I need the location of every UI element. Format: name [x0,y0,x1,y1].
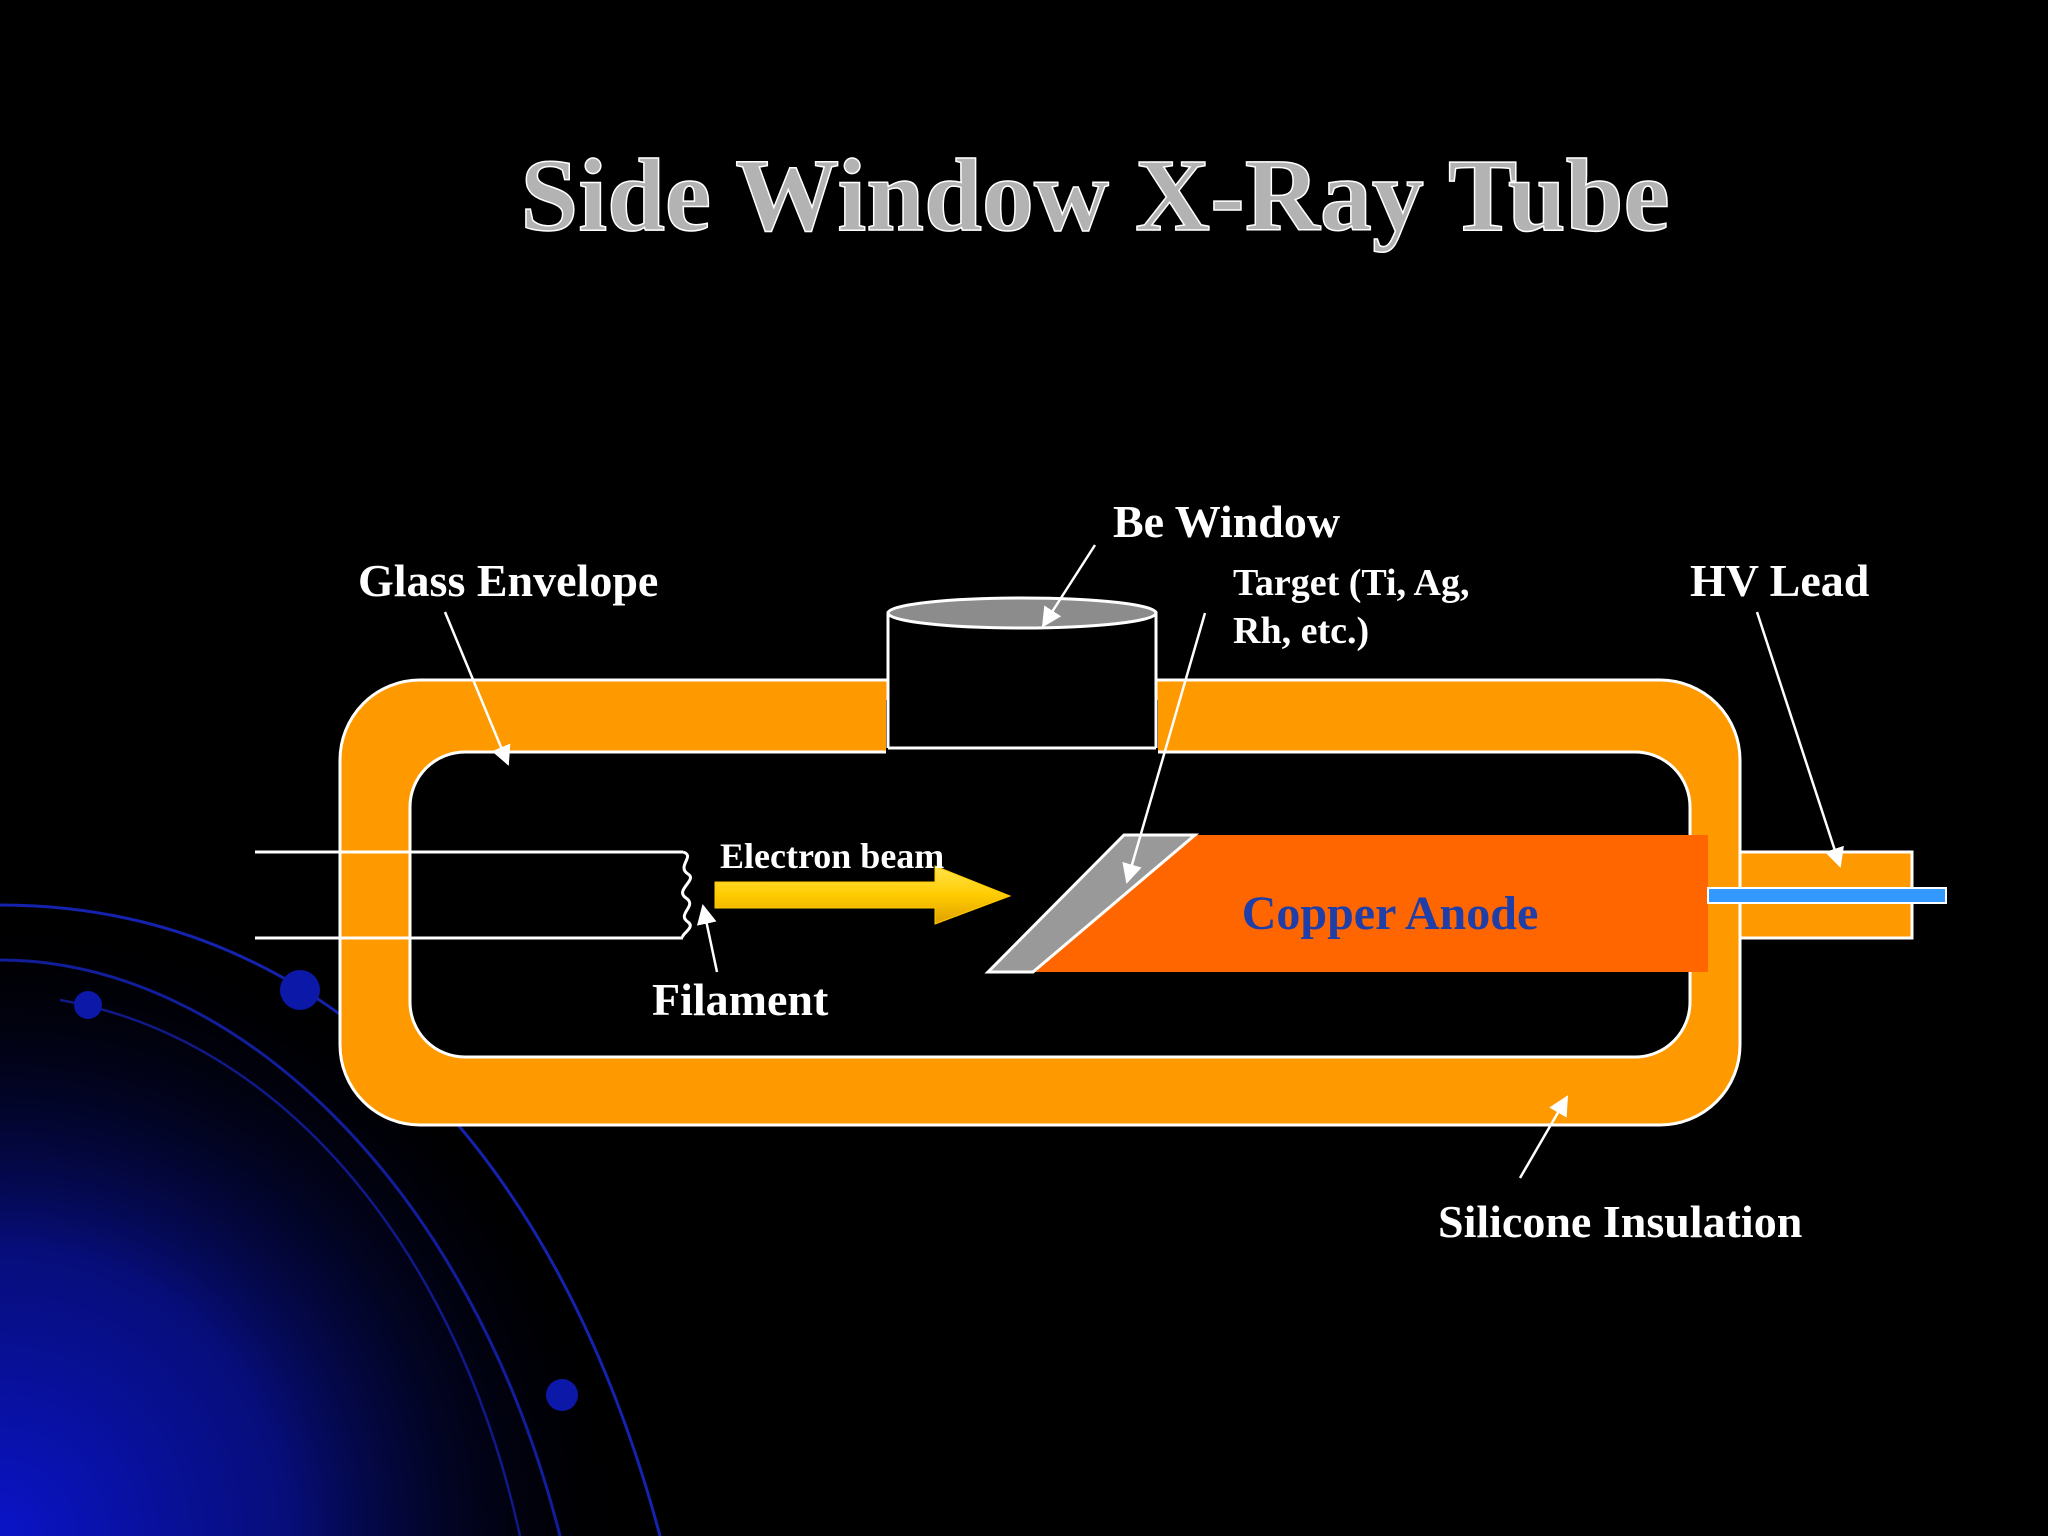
orbit-dot [546,1379,578,1411]
hv-wire [1707,887,1947,904]
target-pointer [1122,612,1207,884]
slide-title: Side Window X-Ray Tube [520,138,1669,253]
be-window-disc [886,596,1158,630]
filament-label: Filament [652,974,829,1025]
silicone-insulation-pointer [1518,1095,1569,1179]
electron-beam-label: Electron beam [720,836,944,876]
glass-envelope-label: Glass Envelope [358,555,658,606]
electron-beam-arrow [714,865,1012,925]
target-label-line1: Target (Ti, Ag, [1233,562,1469,604]
pointer-lines [443,544,1844,1179]
target-strip [984,833,1200,974]
hv-lead-label: HV Lead [1690,555,1870,606]
be-window-gap [886,700,1158,760]
hv-lead-pointer [1755,611,1844,868]
copper-anode [1033,835,1708,972]
be-window [886,596,1158,760]
copper-anode-label: Copper Anode [1242,887,1539,940]
silicone-insulation-label: Silicone Insulation [1438,1196,1802,1247]
be-window-pointer [1041,544,1097,628]
background-decoration [0,900,662,1536]
glass-envelope-pointer [443,611,511,766]
orbit-dot [74,991,102,1019]
filament-pointer [696,904,719,973]
orbit-line [59,998,522,1536]
filament [255,850,692,940]
orbit-line [0,958,562,1536]
target-label-line2: Rh, etc.) [1233,610,1369,652]
orbit-dot [280,970,320,1010]
blue-planet-glow [0,900,640,1536]
be-window-label: Be Window [1113,496,1340,547]
filament-coil [681,850,692,939]
